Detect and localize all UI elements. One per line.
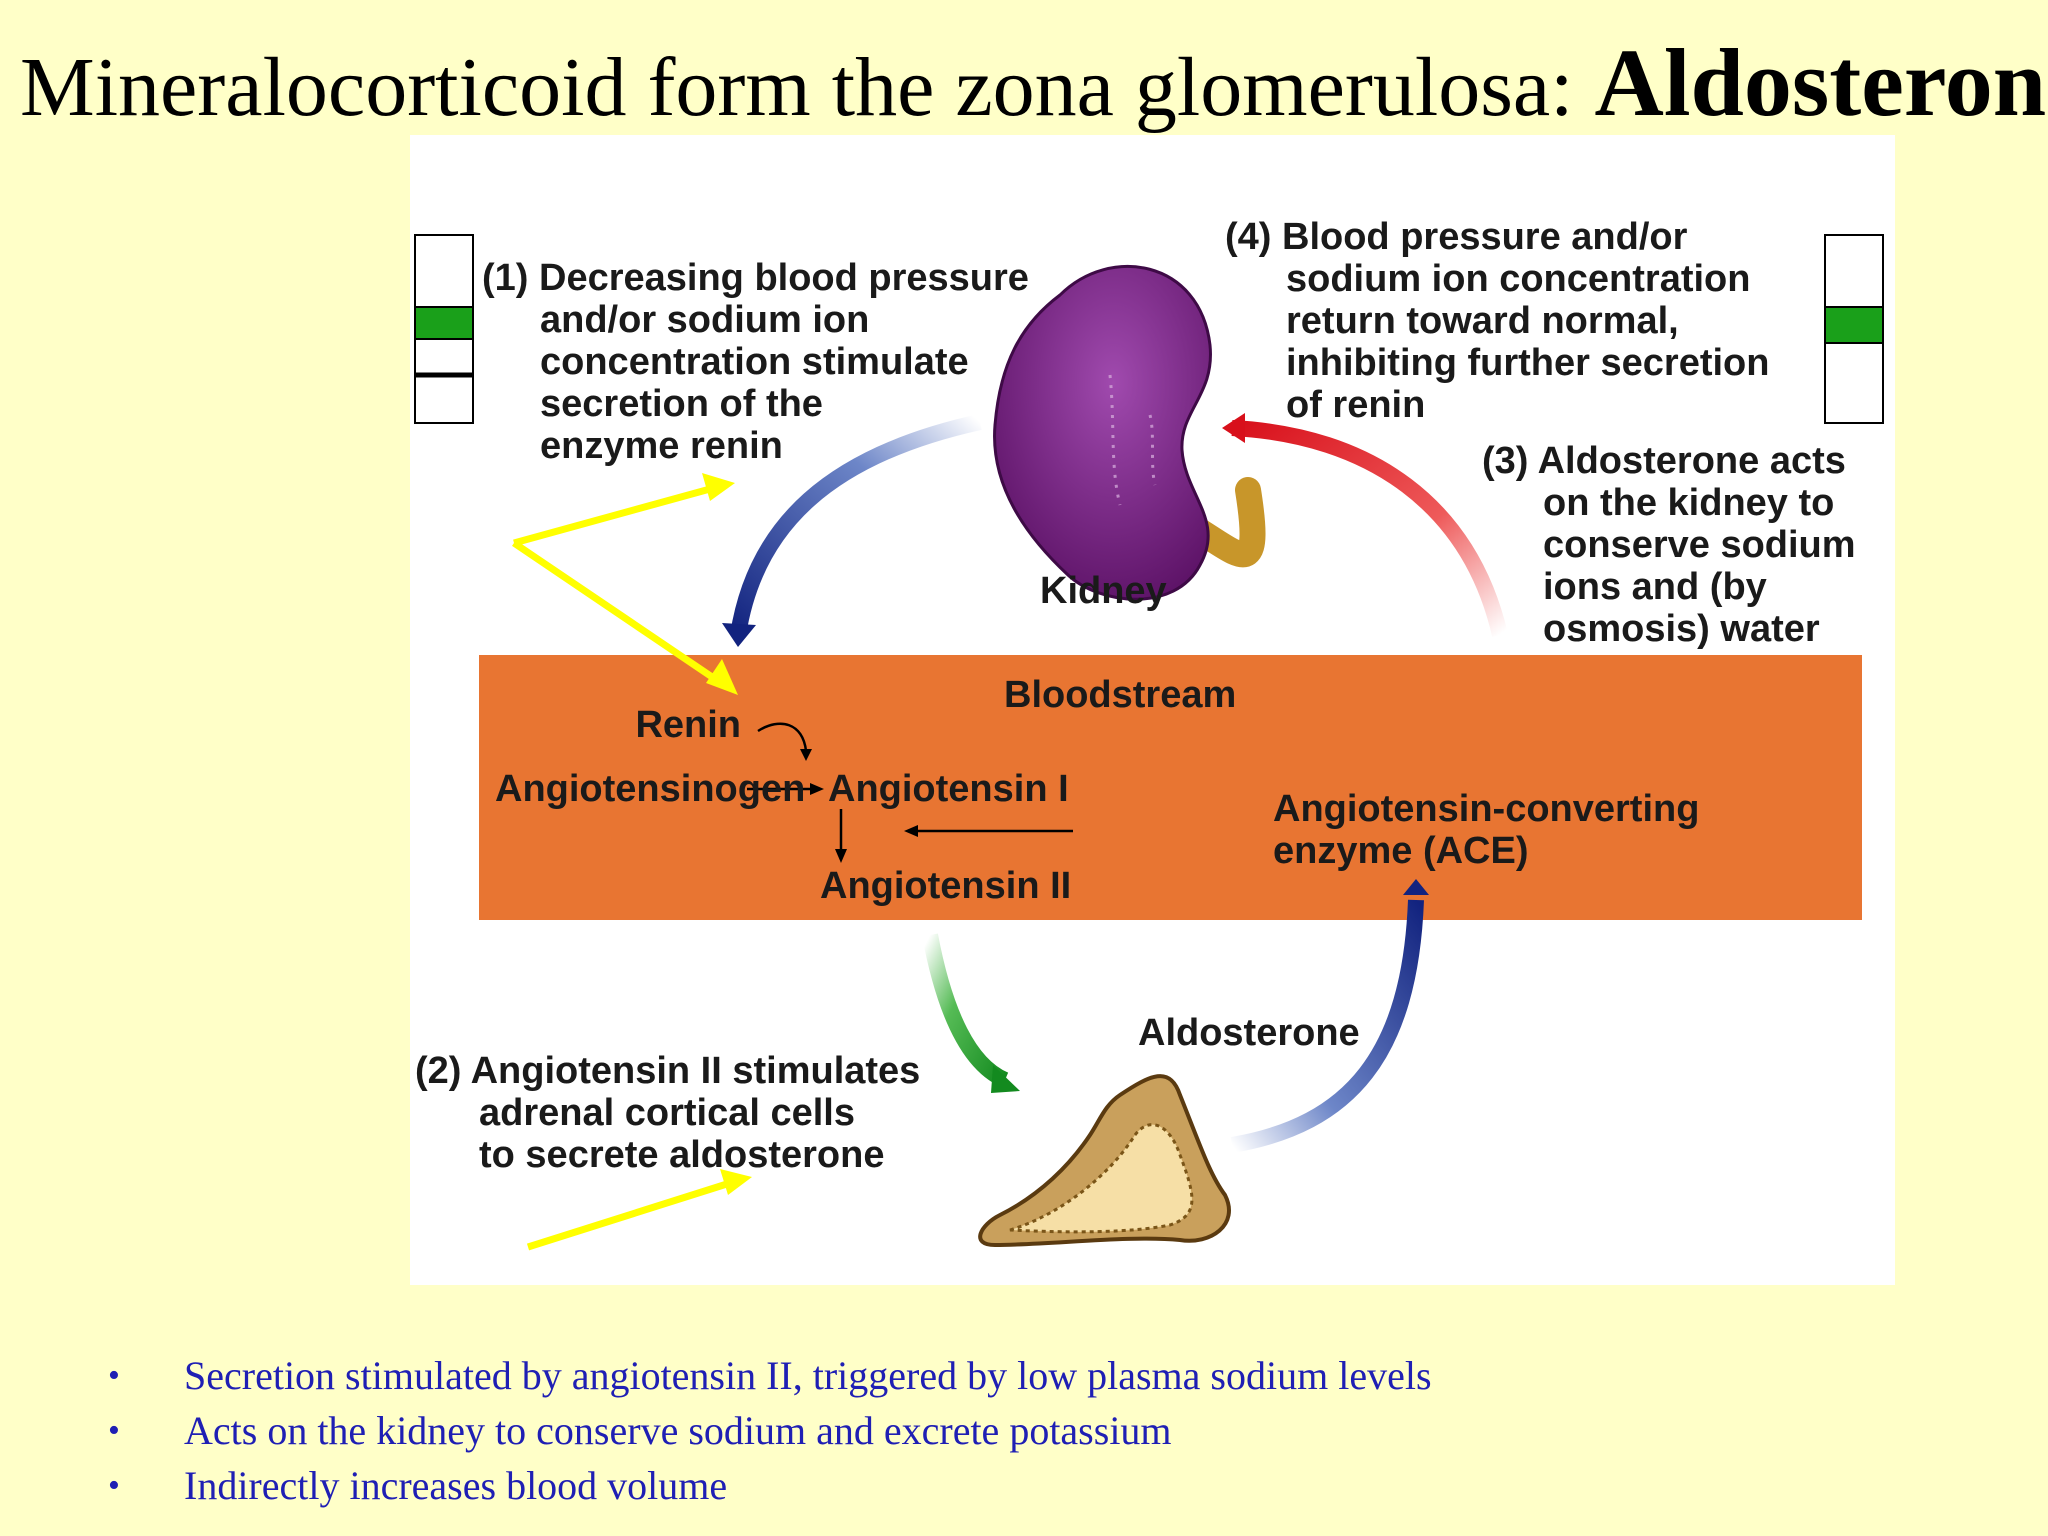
step4-label: (4) Blood pressure and/or sodium ion con…	[1225, 216, 1780, 426]
kidney-icon	[993, 264, 1266, 601]
angiotensin1-to-angiotensin2-arrow-head	[835, 849, 847, 863]
step2-label: (2) Angiotensin II stimulates adrenal co…	[415, 1050, 931, 1176]
bullet-item: • Secretion stimulated by angiotensin II,…	[100, 1348, 1432, 1403]
angiotensinogen-to-angiotensin1-arrow-head	[810, 783, 824, 795]
right-level-indicator	[1824, 234, 1884, 424]
arrow-aldosterone-to-kidney	[1231, 420, 1508, 637]
raas-diagram: (1) Decreasing blood pressure and/or sod…	[414, 216, 1884, 1251]
renin-curve-arrow	[757, 722, 808, 752]
bloodstream-box	[479, 655, 1862, 920]
arrow-bloodstream-to-adrenal-head	[991, 1065, 1020, 1093]
angiotensin2-label: Angiotensin II	[820, 865, 1071, 907]
bullet-dot-icon: •	[108, 1467, 120, 1504]
slide-title: Mineralocorticoid form the zona glomerul…	[20, 30, 2048, 136]
angiotensin1-label: Angiotensin I	[828, 768, 1069, 810]
arrow-kidney-to-bloodstream	[730, 414, 982, 637]
arrow-aldosterone-to-kidney-head	[1222, 413, 1245, 443]
arrow-bloodstream-to-adrenal	[922, 933, 1009, 1088]
adrenal-gland-icon	[978, 1074, 1231, 1248]
kidney-label: Kidney	[1040, 570, 1167, 612]
step1-label: (1) Decreasing blood pressure and/or sod…	[482, 257, 1040, 467]
bullet-list: • Secretion stimulated by angiotensin II,…	[100, 1348, 1432, 1513]
left-level-indicator	[414, 234, 474, 424]
title-prefix: Mineralocorticoid form the zona glomerul…	[20, 41, 1595, 134]
arrow-adrenal-to-kidney	[1230, 899, 1424, 1153]
bullet-dot-icon: •	[108, 1412, 120, 1449]
bullet-text: Indirectly increases blood volume	[184, 1463, 728, 1508]
bullet-item: • Indirectly increases blood volume	[100, 1458, 1432, 1513]
bloodstream-label: Bloodstream	[1004, 674, 1236, 716]
ace-label: Angiotensin-converting enzyme (ACE)	[1273, 788, 1710, 872]
bullet-dot-icon: •	[108, 1357, 120, 1394]
renin-curve-arrow-head	[800, 749, 812, 761]
bullet-item: • Acts on the kidney to conserve sodium a…	[100, 1403, 1432, 1458]
diagram-panel: (1) Decreasing blood pressure and/or sod…	[410, 135, 1895, 1285]
aldosterone-label: Aldosterone	[1138, 1012, 1360, 1054]
step3-label: (3) Aldosterone acts on the kidney to co…	[1482, 440, 1866, 650]
bullet-text: Secretion stimulated by angiotensin II, …	[184, 1353, 1432, 1398]
renin-label: Renin	[635, 704, 741, 746]
yellow-pointer-arrows	[512, 473, 752, 1251]
arrow-kidney-to-bloodstream-head	[722, 623, 756, 647]
angiotensinogen-label: Angiotensinogen	[495, 768, 805, 810]
ace-arrow-head	[904, 825, 918, 837]
bullet-text: Acts on the kidney to conserve sodium an…	[184, 1408, 1172, 1453]
title-emphasis: Aldosterone	[1594, 29, 2048, 136]
arrow-adrenal-to-kidney-head	[1403, 879, 1429, 895]
